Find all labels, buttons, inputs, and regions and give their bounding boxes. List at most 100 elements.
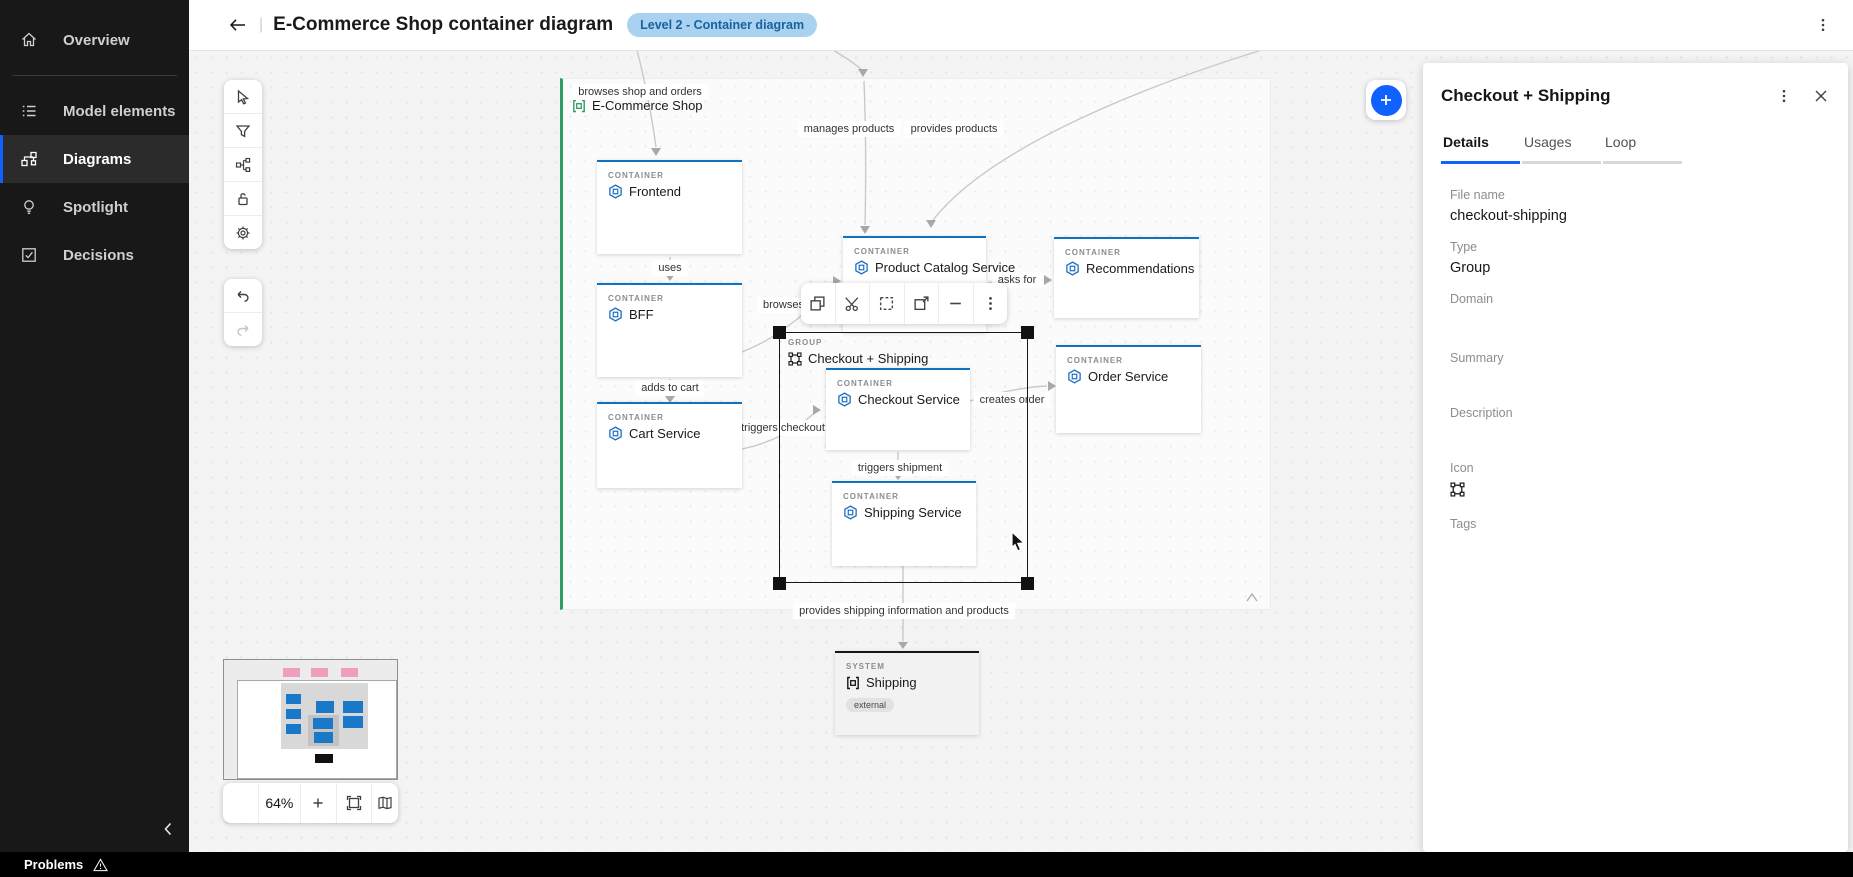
edge-label-browses-shop[interactable]: browses shop and orders [572,84,708,100]
diagram-icon [21,151,37,167]
container-icon [844,505,857,520]
node-name: BFF [629,307,654,322]
tab-usages[interactable]: Usages [1522,134,1601,164]
diagram-title[interactable]: E-Commerce Shop container diagram [273,14,614,35]
edge-label-uses[interactable]: uses [652,260,688,276]
sidebar-item-label: Decisions [63,246,134,264]
sidebar-item-label: Spotlight [63,198,128,216]
selection-handle-se[interactable] [1021,577,1034,590]
field-label-type: Type [1450,240,1478,254]
tab-details[interactable]: Details [1441,134,1520,164]
node-frontend[interactable]: CONTAINER Frontend [597,160,742,254]
container-icon [838,392,851,407]
minimap-node [316,701,334,713]
field-value-type[interactable]: Group [1450,260,1491,276]
details-panel: Checkout + Shipping Details Usages Loop … [1423,63,1848,852]
add-element-button[interactable] [1370,84,1402,116]
minimap-person [283,668,300,677]
container-icon [1066,261,1079,276]
home-icon [22,32,36,47]
zoom-out-button[interactable] [223,783,259,823]
filter-tool-button[interactable] [224,114,262,148]
sidebar-item-overview[interactable]: Overview [0,16,189,64]
node-name: Frontend [629,184,682,199]
node-checkout-service[interactable]: CONTAINER Checkout Service [826,368,970,450]
warning-icon [93,857,109,871]
undo-button[interactable] [224,279,262,313]
node-bff[interactable]: CONTAINER BFF [597,283,742,377]
plus-icon [1381,95,1391,105]
sidebar-item-spotlight[interactable]: Spotlight [0,183,189,231]
sidebar-item-diagrams[interactable]: Diagrams [0,135,189,183]
header-menu-button[interactable] [1809,11,1837,39]
field-label-description: Description [1450,406,1513,420]
redo-button[interactable] [224,313,262,346]
field-label-tags: Tags [1450,517,1477,531]
node-shipping-system[interactable]: SYSTEM Shipping external [835,651,979,735]
system-icon [573,99,585,112]
edge-label-manages-products[interactable]: manages products [797,121,901,137]
external-tag-badge: external [846,698,895,712]
node-name: Shipping [866,675,917,690]
node-shipping-service[interactable]: CONTAINER Shipping Service [832,481,976,566]
container-icon [609,184,622,199]
chevron-left-icon [164,822,172,836]
node-type-label: CONTAINER [608,413,664,422]
zoom-level-text: 64% [265,795,294,811]
paste-button[interactable] [870,283,905,324]
sidebar-divider [12,75,177,76]
history-palette [224,279,262,346]
selection-handle-ne[interactable] [1021,326,1034,339]
sidebar-collapse-button[interactable] [160,820,176,838]
gear-icon [236,226,250,239]
minimap-person [341,668,358,677]
node-name: Cart Service [629,426,701,441]
sidebar-item-model-elements[interactable]: Model elements [0,87,189,135]
app-sidebar: Overview Model elements Diagrams Spotlig… [0,0,189,852]
checkbox-icon [22,248,36,262]
lock-tool-button[interactable] [224,182,262,216]
problems-label[interactable]: Problems [24,857,84,872]
hierarchy-icon [235,157,251,172]
field-value-file-name[interactable]: checkout-shipping [1450,208,1567,224]
node-type-label: CONTAINER [1067,356,1123,365]
more-options-button[interactable] [974,283,1008,324]
sidebar-item-decisions[interactable]: Decisions [0,231,189,279]
panel-close-button[interactable] [1804,89,1830,103]
duplicate-button[interactable] [801,283,836,324]
edge-label-provides-shipping[interactable]: provides shipping information and produc… [793,603,1015,619]
panel-menu-button[interactable] [1764,88,1804,104]
node-order-service[interactable]: CONTAINER Order Service [1056,345,1201,433]
settings-tool-button[interactable] [224,216,262,249]
sidebar-item-label: Model elements [63,102,176,120]
select-tool-button[interactable] [224,80,262,114]
remove-button[interactable] [939,283,974,324]
cut-button[interactable] [836,283,870,324]
group-type-label: GROUP [788,338,823,347]
minimap[interactable] [223,659,398,780]
edge-label-adds-to-cart[interactable]: adds to cart [635,380,705,396]
field-value-icon[interactable] [1450,482,1848,497]
system-icon [847,676,859,689]
toggle-minimap-button[interactable] [372,783,398,823]
node-recommendations[interactable]: CONTAINER Recommendations [1054,237,1199,318]
hierarchy-tool-button[interactable] [224,148,262,182]
node-cart-service[interactable]: CONTAINER Cart Service [597,402,742,488]
edge-label-provides-products[interactable]: provides products [904,121,1004,137]
minimap-icon [378,796,392,810]
panel-tabs: Details Usages Loop [1441,134,1848,164]
diagram-level-badge: Level 2 - Container diagram [627,13,818,37]
fit-to-screen-button[interactable] [337,783,373,823]
lightbulb-icon [24,200,34,214]
selection-handle-nw[interactable] [773,326,786,339]
tab-loop[interactable]: Loop [1603,134,1682,164]
export-image-button[interactable] [905,283,939,324]
node-name: Recommendations [1086,261,1195,276]
selection-handle-sw[interactable] [773,577,786,590]
zoom-level-display[interactable]: 64% [259,783,302,823]
paste-icon [880,296,894,311]
edge-label-triggers-shipment[interactable]: triggers shipment [851,460,949,476]
zoom-in-button[interactable] [301,783,337,823]
group-icon [788,351,802,366]
back-button[interactable] [229,17,247,33]
